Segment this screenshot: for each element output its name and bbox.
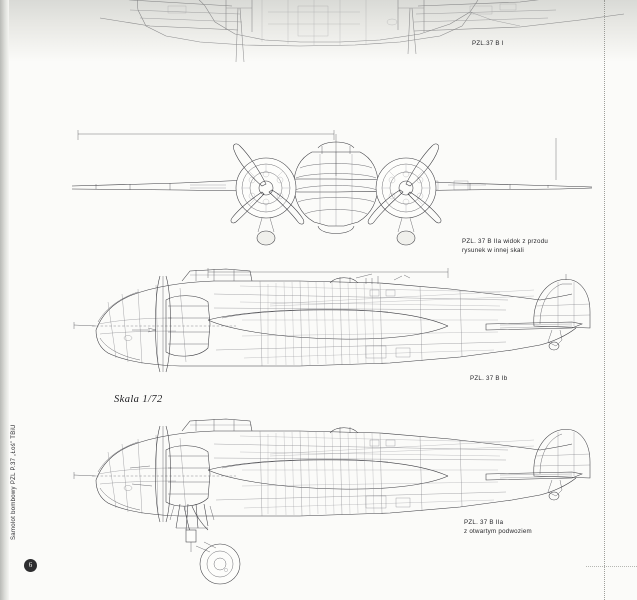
caption-side-gear-down: PZL. 37 B IIa z otwartym podwoziem [464,519,532,535]
caption-front-view: PZL. 37 B IIa widok z przodu rysunek w i… [462,238,549,254]
caption-side-profile: PZL. 37 B Ib [470,375,508,382]
plate-front-view [0,128,637,246]
caption-top-plan: PZL.37 B I [472,40,504,47]
scale-note: Skala 1/72 [114,394,163,405]
trim-mark-bottom [586,566,637,567]
plate-side-gear-down [0,412,637,585]
trim-mark-right [604,0,605,600]
page-number-badge: 6 [24,559,37,572]
plate-plan-view [0,0,637,70]
spine-series-title: Samolot bombowy PZL P.37 „Łoś” TBiU [11,424,17,540]
plate-side-profile [0,262,637,387]
